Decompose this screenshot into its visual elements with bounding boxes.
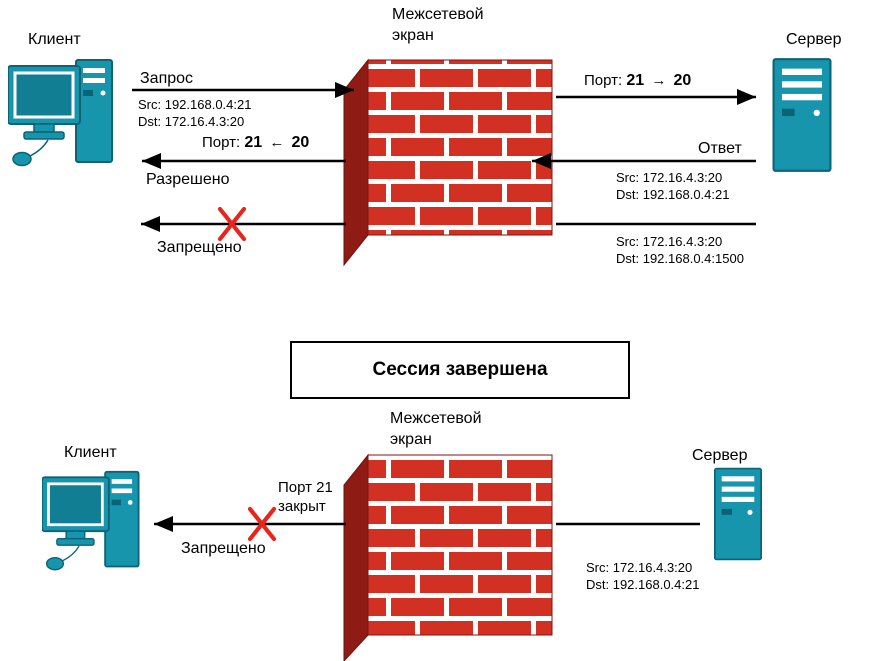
client-computer-bottom-icon (42, 470, 140, 572)
blocked-x-top-icon (217, 206, 247, 242)
blocked-src-bottom: Src: 172.16.4.3:20 (586, 560, 693, 575)
firewall-label-top-line2: экран (392, 27, 434, 44)
port-in-prefix: Порт: (202, 134, 241, 151)
right-arrow-glyph: → (651, 72, 667, 89)
denied-label-top: Запрещено (157, 239, 242, 256)
request-src: Src: 192.168.0.4:21 (138, 97, 252, 112)
client-label-bottom: Клиент (64, 444, 117, 461)
session-ended-label: Сессия завершена (372, 359, 548, 380)
arrows-top (132, 82, 756, 232)
left-arrow-glyph: ← (269, 134, 285, 151)
port-out-prefix: Порт: (584, 72, 623, 89)
denied-label-bottom: Запрещено (181, 540, 266, 557)
client-computer-top-icon (8, 58, 114, 167)
blocked-x-bottom-icon (247, 506, 277, 542)
server-label-top: Сервер (786, 31, 842, 48)
server-label-bottom: Сервер (692, 447, 748, 464)
port-in-from: 21 (244, 134, 263, 151)
port-in-label: Порт: 21 ← 20 (202, 134, 309, 152)
port-in-to: 20 (291, 134, 310, 151)
port-out-label: Порт: 21 → 20 (584, 72, 691, 90)
server-top-icon (772, 57, 832, 173)
request-label: Запрос (140, 70, 194, 87)
session-ended-box: Сессия завершена (290, 341, 630, 399)
blocked-dst-top: Dst: 192.168.0.4:1500 (616, 251, 744, 266)
allowed-label: Разрешено (146, 171, 230, 188)
blocked-src-top: Src: 172.16.4.3:20 (616, 234, 723, 249)
client-label-top: Клиент (28, 31, 81, 48)
response-dst: Dst: 192.168.0.4:21 (616, 187, 730, 202)
port-closed-line1: Порт 21 (278, 479, 333, 496)
request-dst: Dst: 172.16.4.3:20 (138, 114, 245, 129)
response-src: Src: 172.16.4.3:20 (616, 170, 723, 185)
firewall-label-bottom-line2: экран (390, 431, 432, 448)
firewall-label-bottom-line1: Межсетевой (390, 410, 482, 427)
port-closed-line2: закрыт (278, 498, 326, 515)
firewall-wall-bottom-icon (343, 453, 553, 661)
blocked-dst-bottom: Dst: 192.168.0.4:21 (586, 577, 700, 592)
firewall-label-top-line1: Межсетевой (392, 6, 484, 23)
server-bottom-icon (713, 467, 763, 561)
response-label: Ответ (698, 140, 742, 157)
port-out-to: 20 (673, 72, 692, 89)
port-out-from: 21 (626, 72, 645, 89)
firewall-wall-top-icon (343, 58, 553, 267)
